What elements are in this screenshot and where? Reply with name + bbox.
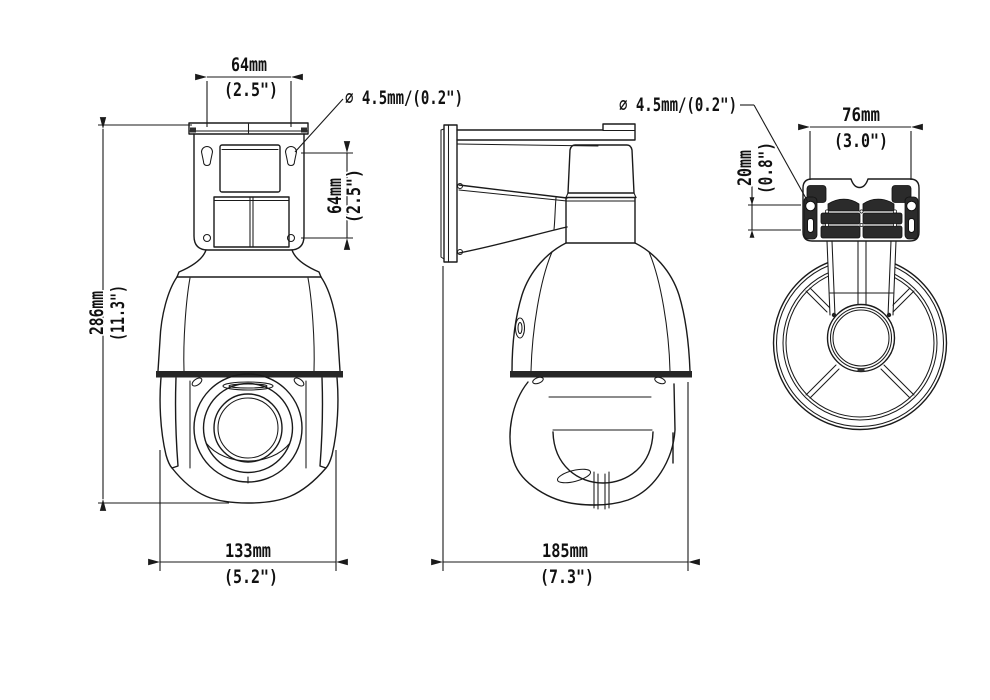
rear-hole-left: [805, 200, 816, 212]
rear-arm: [827, 241, 896, 318]
rear-hole-right: [906, 200, 917, 212]
side-body-drawing: [509, 144, 692, 510]
front-screw-mark-right: [293, 377, 305, 387]
front-screw-hole-left: [202, 233, 212, 243]
front-screw-mark-left: [191, 377, 203, 387]
rear-keyhole-left: [807, 217, 814, 233]
front-bracket-lower-box: [213, 196, 290, 248]
front-keyhole-right: [284, 146, 298, 167]
front-dimensions: 64mm (2.5") ∅ 4.5mm/(0.2") 64mm (2.5") 2…: [84, 52, 465, 590]
front-bracket-panel: [219, 144, 281, 193]
side-head-outer-arc: [509, 381, 596, 506]
side-view: 185mm (7.3"): [431, 123, 700, 590]
rear-lens: [832, 309, 890, 367]
rear-dimensions: ∅ 4.5mm/(0.2") 76mm (3.0") 20mm (0.8"): [617, 92, 923, 238]
dim-label-front-hole-spacing-v-mm: 64mm: [324, 178, 346, 214]
front-side-flap-right: [319, 377, 339, 469]
dim-label-rear-width-in: (3.0"): [834, 130, 888, 152]
front-body-drawing: [156, 249, 343, 504]
dim-label-rear-width-mm: 76mm: [842, 104, 880, 126]
side-body-right-edge: [634, 242, 691, 372]
dim-label-front-hole-diameter: ∅ 4.5mm/(0.2"): [345, 87, 463, 109]
dim-label-front-hole-spacing-h-mm: 64mm: [231, 54, 267, 76]
side-dimensions: 185mm (7.3"): [431, 266, 700, 590]
front-bracket-flange: [188, 122, 309, 135]
rear-lens-tick: [857, 368, 865, 372]
dim-label-rear-offset-mm: 20mm: [734, 150, 756, 186]
rear-bracket-drawing: [802, 178, 920, 242]
front-keyhole-left: [200, 146, 214, 167]
side-arm-lower: [458, 226, 568, 254]
dim-label-front-height-in: (11.3"): [107, 285, 129, 341]
front-bracket-drawing: [188, 122, 309, 251]
rear-boss-dots: [825, 209, 897, 227]
front-bottom-dome: [171, 467, 327, 504]
dim-label-front-width-in: (5.2"): [224, 566, 278, 588]
rear-view: ∅ 4.5mm/(0.2") 76mm (3.0") 20mm (0.8"): [617, 92, 948, 431]
side-trim-band: [510, 371, 692, 378]
leader-front-hole-diameter: [294, 98, 344, 153]
rear-lens-outer: [826, 303, 896, 373]
side-top-arm: [456, 123, 636, 141]
front-body-right-edge: [320, 276, 341, 372]
side-top-cap: [567, 144, 635, 194]
front-vent-slot: [222, 381, 274, 391]
dim-label-side-depth-in: (7.3"): [540, 566, 594, 588]
front-view: 64mm (2.5") ∅ 4.5mm/(0.2") 64mm (2.5") 2…: [84, 52, 465, 590]
dim-label-front-hole-spacing-h-in: (2.5"): [224, 79, 278, 101]
leader-rear-hole-diameter: [753, 104, 809, 203]
dim-label-front-width-mm: 133mm: [225, 540, 271, 562]
side-dome: [552, 431, 654, 484]
rear-dome-drawing: [772, 240, 948, 431]
side-connector: [593, 471, 610, 510]
dim-label-side-depth-mm: 185mm: [542, 540, 588, 562]
front-body-left-edge: [157, 276, 178, 372]
dim-label-front-hole-spacing-v-in: (2.5"): [343, 169, 365, 223]
rear-keyhole-right: [908, 217, 915, 233]
side-wall-plate: [443, 124, 458, 263]
front-bracket-plate: [193, 133, 305, 251]
side-arm-upper: [458, 184, 568, 199]
dim-label-rear-hole-diameter: ∅ 4.5mm/(0.2"): [619, 94, 737, 116]
front-ir-window-arc: [205, 442, 291, 462]
side-bracket-drawing: [440, 123, 636, 263]
front-side-flap-left: [159, 377, 179, 469]
side-button: [514, 317, 526, 339]
side-dome-detail: [556, 468, 592, 484]
side-body-left-edge: [511, 242, 567, 372]
front-lens: [213, 393, 283, 463]
dim-label-rear-offset-in: (0.8"): [755, 142, 777, 194]
side-mount-block: [565, 196, 636, 244]
dim-label-front-height-mm: 286mm: [86, 291, 108, 335]
side-head-right-edge: [594, 383, 676, 506]
front-screw-hole-right: [286, 233, 296, 243]
